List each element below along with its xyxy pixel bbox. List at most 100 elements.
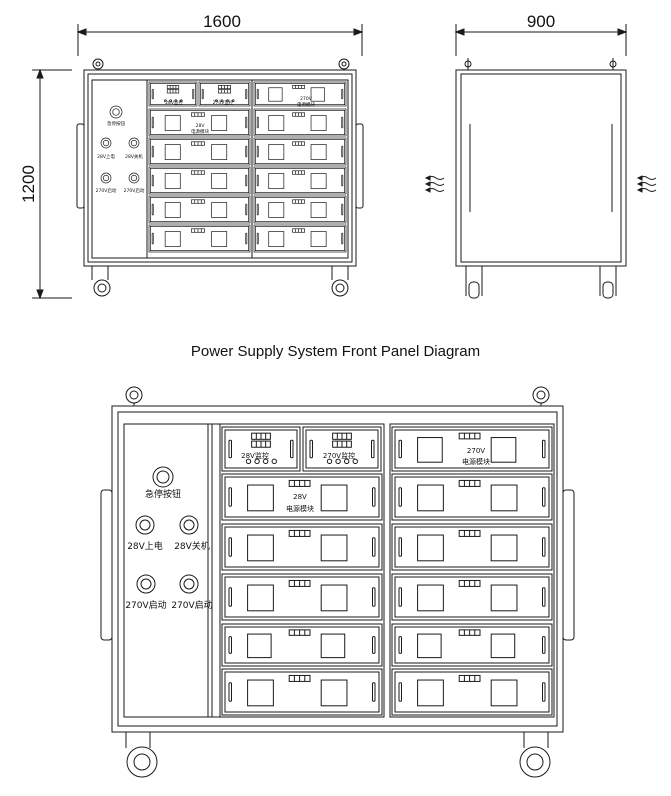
- indicator-lamp: [169, 99, 172, 103]
- module-window: [211, 115, 228, 131]
- small-front-view: [76, 58, 364, 297]
- vent-slot: [542, 439, 546, 459]
- v270-start-label: 270V启动: [125, 599, 166, 611]
- dimension-depth: 900: [454, 12, 628, 56]
- small-module-28v-4: [148, 195, 251, 224]
- small-module-270v-6: [253, 224, 347, 253]
- small-module-270v-label-line2: 电源模块: [297, 101, 315, 108]
- module-window: [164, 173, 181, 189]
- vent-slot: [256, 145, 259, 158]
- module-window: [320, 584, 348, 612]
- vent-slot: [245, 145, 248, 158]
- indicator-lamp: [174, 99, 178, 103]
- depth-label: 900: [527, 12, 555, 31]
- indicator-lamp: [226, 99, 229, 103]
- indicator-lamp: [262, 458, 269, 465]
- airflow-arrows-right: [636, 175, 657, 193]
- v270-start2-label: 270V启动: [171, 599, 212, 611]
- v270-start-button[interactable]: [136, 574, 156, 594]
- monitor-28v: [221, 426, 301, 472]
- dimension-width: 1600: [76, 12, 364, 56]
- indicator-lamp: [179, 99, 183, 103]
- small-module-270v-1: [253, 81, 347, 107]
- vent-slot: [151, 174, 154, 187]
- v270-start2-button[interactable]: [179, 574, 199, 594]
- module-28v-2: [221, 523, 383, 571]
- vent-slot: [151, 145, 154, 158]
- v28-off-label: 28V关机: [174, 540, 210, 552]
- small-module-270v-label-line1: 270V: [300, 96, 313, 102]
- module-window: [211, 173, 228, 189]
- module-window: [417, 437, 443, 463]
- v28-off-button[interactable]: [179, 515, 199, 535]
- module-window: [211, 231, 228, 247]
- small-monitor-28v: [148, 81, 198, 107]
- module-28v-3: [221, 573, 383, 621]
- module-270v-5: [391, 623, 553, 667]
- module-window: [417, 679, 444, 707]
- vent-slot: [228, 439, 232, 459]
- module-window: [164, 202, 181, 218]
- indicator-lamp: [231, 99, 235, 103]
- figure-caption: Power Supply System Front Panel Diagram: [190, 343, 481, 360]
- module-270v-6: [391, 668, 553, 716]
- v28-on-button[interactable]: [135, 515, 155, 535]
- estop-label: 急停按钮: [145, 488, 181, 500]
- small-module-270v-4: [253, 166, 347, 195]
- module-28v-4: [221, 623, 383, 667]
- monitor-270v: [302, 426, 382, 472]
- module-window: [310, 115, 327, 131]
- vent-slot: [256, 203, 259, 216]
- vent-slot: [228, 682, 232, 702]
- estop-button[interactable]: [152, 466, 174, 488]
- vent-slot: [151, 203, 154, 216]
- indicator-lamp: [245, 458, 252, 465]
- module-window: [268, 231, 285, 247]
- module-window: [320, 484, 348, 512]
- module-window: [247, 484, 274, 512]
- indicator-lamp: [163, 99, 167, 103]
- vent-slot: [398, 682, 402, 702]
- module-window: [490, 679, 518, 707]
- control-panel: 急停按钮 28V上电 28V关机 270V启动 270V启动: [125, 466, 213, 611]
- small-panel-button-5: [128, 172, 140, 184]
- monitor-28v-label: 28V监控: [241, 451, 269, 460]
- airflow-arrows-left: [424, 175, 445, 193]
- vent-slot: [341, 232, 344, 245]
- small-v28-on-label: 28V上电: [97, 153, 115, 160]
- vent-slot: [290, 439, 294, 459]
- module-270v-1: [391, 426, 553, 472]
- module-28v-5: [221, 668, 383, 716]
- indicator-lamp: [220, 99, 224, 103]
- side-view: [424, 58, 657, 299]
- vent-slot: [245, 116, 248, 129]
- indicator-lamp: [335, 458, 341, 465]
- indicator-lamp: [343, 458, 350, 465]
- small-module-270v-2: [253, 108, 347, 137]
- vent-slot: [256, 232, 259, 245]
- vent-slot: [542, 587, 546, 607]
- module-window: [490, 534, 518, 562]
- module-28v-label-line1: 28V: [293, 493, 307, 501]
- module-window: [268, 87, 283, 102]
- vent-slot: [256, 88, 259, 100]
- module-window: [310, 144, 327, 160]
- module-window: [247, 679, 274, 707]
- vent-slot: [372, 682, 376, 702]
- module-window: [268, 115, 285, 131]
- vent-slot: [341, 88, 344, 100]
- module-28v-1: [221, 473, 383, 521]
- small-module-28v-label-line2: 电源模块: [191, 128, 209, 135]
- module-window: [417, 584, 444, 612]
- vent-slot: [398, 587, 402, 607]
- module-window: [247, 633, 272, 659]
- indicator-lamp: [271, 458, 277, 465]
- small-module-270v-3: [253, 137, 347, 166]
- module-window: [310, 231, 327, 247]
- vent-slot: [201, 88, 204, 100]
- small-panel-button-1: [109, 105, 123, 119]
- vent-slot: [542, 487, 546, 507]
- indicator-lamp: [214, 99, 218, 103]
- small-module-28v-label-line1: 28V: [196, 123, 206, 129]
- vent-slot: [542, 682, 546, 702]
